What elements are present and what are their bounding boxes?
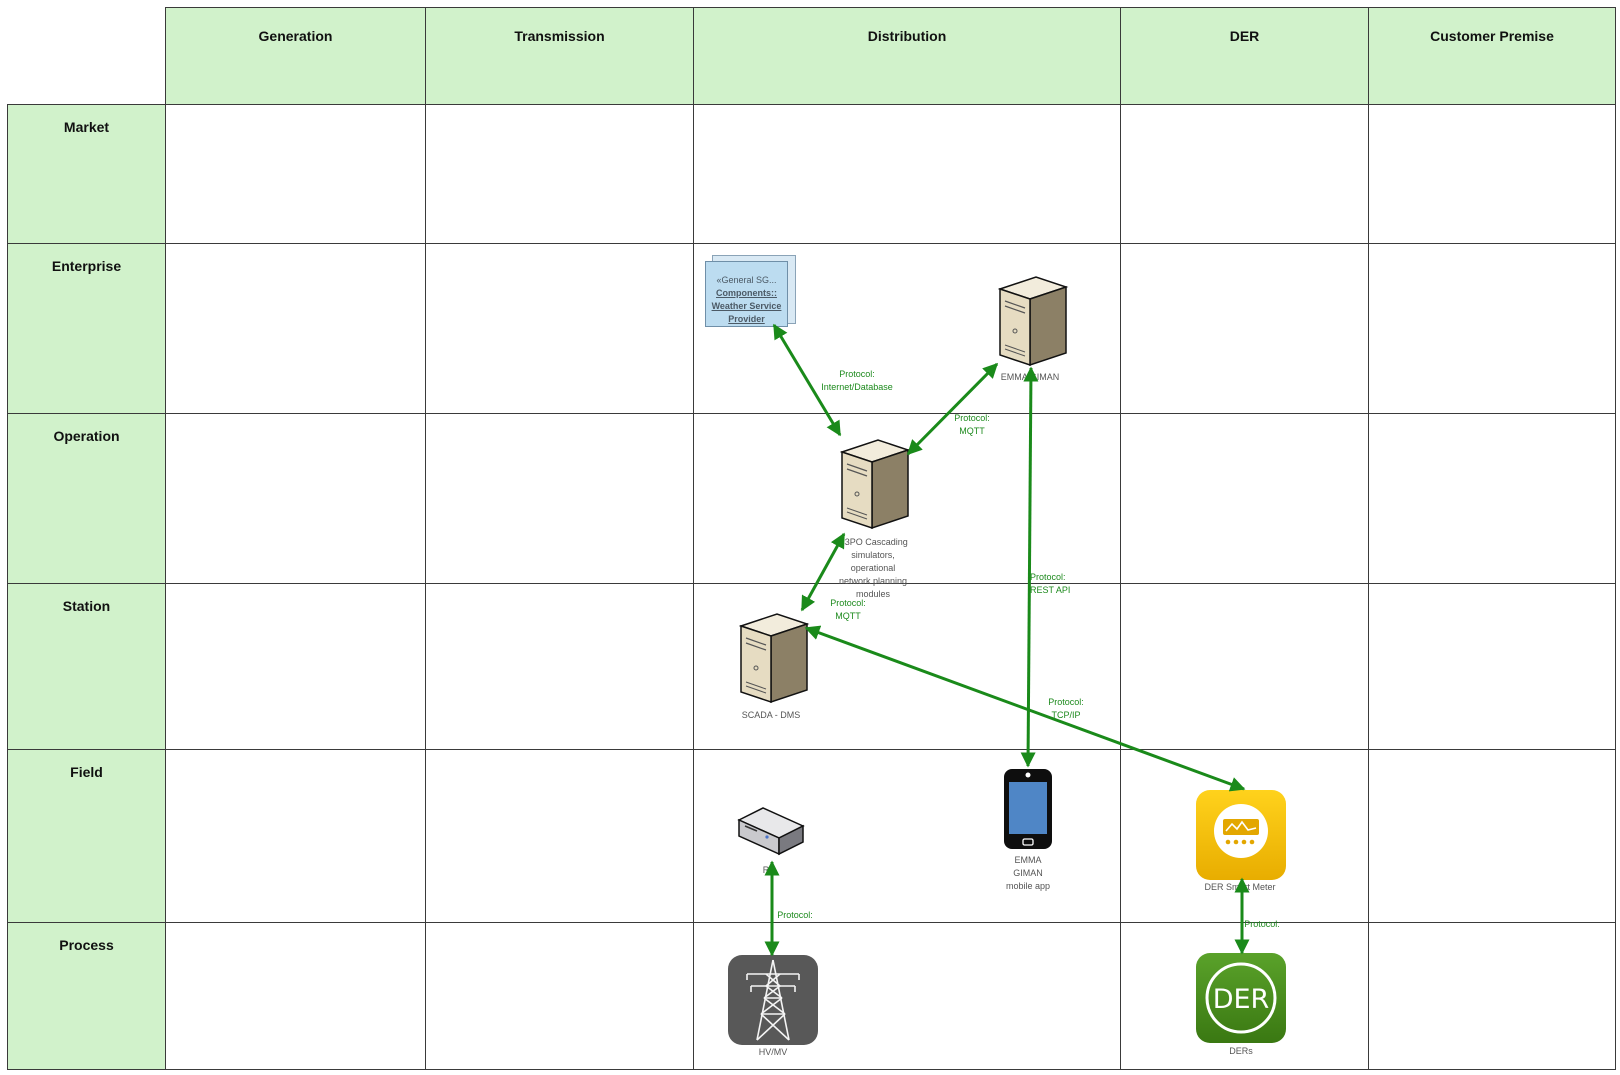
mobile-app-label-line: EMMA (1014, 855, 1042, 865)
column-label: Generation (258, 28, 333, 44)
protocol-label: Protocol: REST API (1030, 571, 1072, 597)
column-header-transmission: Transmission (425, 7, 694, 105)
mobile-app-label-line: GIMAN (1013, 868, 1043, 878)
row-header-station: Station (7, 583, 166, 750)
mobile-app-label-line: mobile app (1005, 881, 1051, 891)
c3po-label: C3PO Cascading simulators, operational n… (823, 536, 923, 601)
arrow-emma-to-mobile (1020, 366, 1039, 768)
server-icon[interactable] (998, 275, 1070, 367)
c3po-label-line: network planning (838, 576, 908, 586)
protocol-label-line: Protocol: (830, 598, 866, 608)
arrow-emma-to-c3po (906, 362, 999, 456)
column-header-customer-premise: Customer Premise (1368, 7, 1616, 105)
row-label: Field (70, 764, 103, 780)
hvmv-label: HV/MV (758, 1047, 788, 1057)
column-label: Customer Premise (1430, 28, 1554, 44)
arrow-weather-to-c3po (772, 323, 842, 437)
c3po-label-line: C3PO Cascading (838, 537, 908, 547)
protocol-label: Protocol: (773, 909, 817, 922)
transmission-tower-icon[interactable] (727, 954, 819, 1046)
c3po-label-line: simulators, (851, 550, 895, 560)
protocol-label: Protocol: MQTT (818, 597, 878, 623)
stereotype-text: «General SG... (716, 275, 777, 285)
protocol-label: Protocol: TCP/IP (1036, 696, 1096, 722)
weather-service-provider-component[interactable]: «General SG... Components:: Weather Serv… (705, 261, 788, 327)
protocol-label-line: TCP/IP (1051, 710, 1081, 720)
row-label: Market (63, 119, 110, 135)
component-name-line: Components:: (716, 288, 777, 298)
protocol-label-line: Protocol: (1048, 697, 1084, 707)
arrow-c3po-to-scada (800, 532, 846, 612)
protocol-label-line: Internet/Database (821, 382, 893, 392)
column-header-distribution: Distribution (693, 7, 1121, 105)
row-header-enterprise: Enterprise (7, 243, 166, 414)
server-icon[interactable] (840, 438, 912, 530)
mobile-app-label: EMMA GIMAN mobile app (988, 854, 1068, 893)
scada-dms-label: SCADA - DMS (741, 710, 801, 720)
component-name-line: Provider (728, 314, 765, 324)
protocol-label: Protocol: MQTT (942, 412, 1002, 438)
column-header-generation: Generation (165, 7, 426, 105)
protocol-label-line: REST API (1030, 585, 1071, 595)
protocol-label-line: MQTT (959, 426, 985, 436)
arrow-scada-to-meter (804, 625, 1246, 792)
protocol-label-line: Protocol: (1244, 919, 1280, 929)
grid-body-border (165, 104, 1616, 1070)
column-label: DER (1229, 28, 1260, 44)
protocol-label: Protocol: Internet/Database (812, 368, 902, 394)
protocol-label-line: MQTT (835, 611, 861, 621)
protocol-label-line: Protocol: (954, 413, 990, 423)
smart-meter-icon[interactable] (1195, 789, 1287, 881)
c3po-label-line: operational (850, 563, 896, 573)
column-label: Distribution (867, 28, 947, 44)
der-badge-text: DER (1213, 984, 1270, 1015)
row-label: Operation (53, 428, 120, 444)
protocol-label-line: Protocol: (839, 369, 875, 379)
row-header-process: Process (7, 922, 166, 1070)
row-header-operation: Operation (7, 413, 166, 584)
server-icon[interactable] (739, 612, 811, 704)
field-device-icon[interactable] (737, 804, 807, 860)
protocol-label-line: Protocol: (1030, 572, 1066, 582)
c3po-label-line: modules (855, 589, 891, 599)
protocol-label: Protocol: (1241, 918, 1283, 931)
row-label: Station (62, 598, 111, 614)
ders-label: DERs (1229, 1046, 1253, 1056)
column-label: Transmission (514, 28, 605, 44)
protocol-label-line: Protocol: (777, 910, 813, 920)
row-label: Process (59, 937, 114, 953)
component-name-line: Weather Service (711, 301, 782, 311)
row-label: Enterprise (51, 258, 122, 274)
der-icon[interactable]: DER (1195, 952, 1287, 1044)
row-header-field: Field (7, 749, 166, 923)
